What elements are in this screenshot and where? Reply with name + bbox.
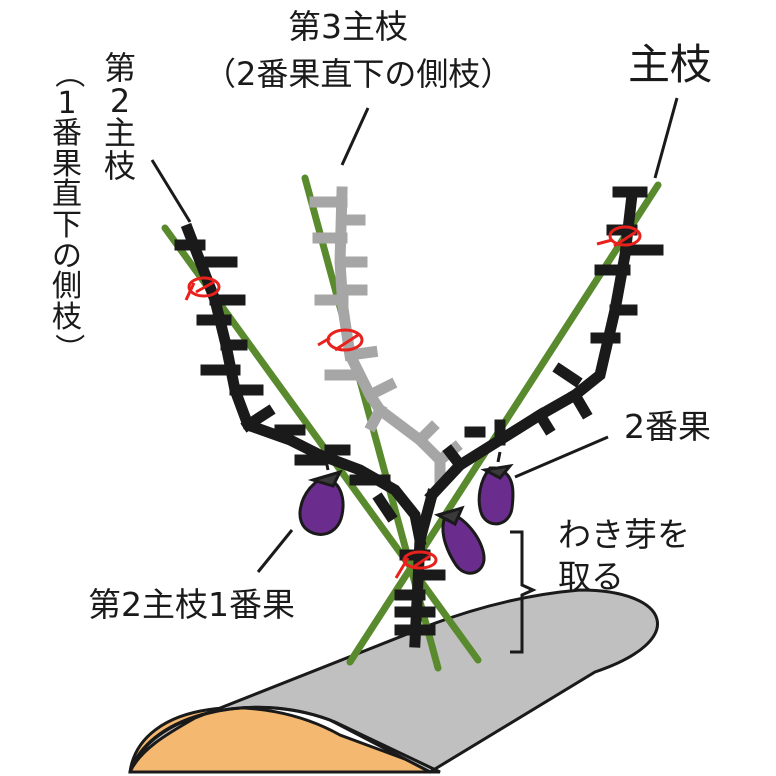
branch-2-char: 第 xyxy=(104,49,137,87)
branch-2-note-char: 枝 xyxy=(52,299,82,335)
branch-3-note: （2番果直下の側枝） xyxy=(204,55,513,93)
sucker-label-line1: わき芽を xyxy=(558,515,690,554)
main-stem-label: 主枝 xyxy=(628,40,713,89)
tie-lower-stem-tail xyxy=(394,554,431,579)
branch-3-gray xyxy=(309,186,463,486)
branch-2-char: 主 xyxy=(104,114,137,153)
branch-2-note-char: （ xyxy=(50,58,86,89)
tie-branch-3-tail xyxy=(317,333,359,352)
branch-2-note-char: 直 xyxy=(52,177,82,213)
tie-main xyxy=(608,225,642,247)
bracket-sucker xyxy=(510,530,537,654)
branch-2-note-char: 果 xyxy=(52,146,82,182)
ridge xyxy=(128,588,659,774)
eggplant-lower xyxy=(434,505,486,575)
branch-3-spurs xyxy=(309,196,463,468)
branch-2-stem xyxy=(180,222,427,547)
fruit-2-label: 2番果 xyxy=(624,407,711,446)
lower-spurs xyxy=(394,549,446,636)
main-spurs xyxy=(442,186,664,473)
branch-2-char: 2 xyxy=(109,81,131,120)
branch-2-note-char: の xyxy=(52,238,82,274)
eggplants xyxy=(298,451,515,575)
main-structure xyxy=(174,186,664,648)
tie-main-tail xyxy=(596,230,637,248)
branch-2-note-char: 1 xyxy=(57,85,77,121)
main-stem-branch xyxy=(424,188,639,503)
branch-2-label: 第 2 主 枝 xyxy=(104,52,136,183)
branch-2-note-char: 下 xyxy=(52,207,82,243)
tie-branch-2 xyxy=(187,276,221,298)
eggplant-body xyxy=(477,466,515,526)
eggplant-body xyxy=(298,476,345,536)
tie-branch-2-tail xyxy=(184,280,215,301)
sucker-label-line2: 取る xyxy=(558,557,624,596)
branch-2-note-char: 番 xyxy=(52,116,82,152)
leader-branch-2-fruit-1 xyxy=(256,529,294,573)
leader-fruit-2 xyxy=(514,435,609,479)
branch-2-char: 枝 xyxy=(104,146,137,185)
eggplant-calyx xyxy=(434,505,465,527)
branch-2-spurs xyxy=(174,239,398,523)
branch-2-note-char: ） xyxy=(50,333,86,364)
eggplant-branch-2-fruit-1 xyxy=(298,459,345,536)
branch-2-note: （ 1 番 果 直 下 の 側 枝 ） xyxy=(50,58,86,364)
leader-branch-2 xyxy=(150,159,192,223)
eggplant-calyx xyxy=(307,459,343,488)
branch-3-label: 第3主枝 xyxy=(288,7,408,46)
leader-lines xyxy=(150,97,679,654)
tie-lower-stem xyxy=(402,550,438,570)
eggplant-calyx xyxy=(480,451,514,480)
leader-main xyxy=(653,97,679,179)
ties xyxy=(184,225,642,579)
branch-2-note-char: 側 xyxy=(52,269,82,305)
mulch-edge xyxy=(128,705,441,774)
leader-branch-3 xyxy=(340,107,370,166)
eggplant-2nd-fruit xyxy=(477,451,515,526)
eggplant-body xyxy=(441,510,486,575)
branch-2-fruit-1-label: 第2主枝1番果 xyxy=(88,585,295,624)
